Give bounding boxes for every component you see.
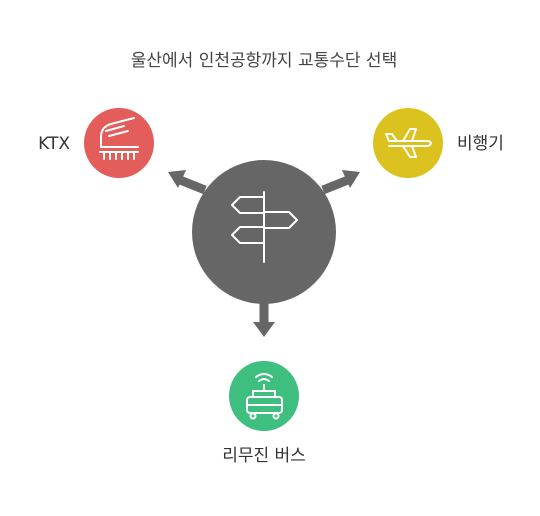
airplane-label: 비행기 (457, 134, 504, 154)
option-airplane: 비행기 (373, 108, 504, 178)
diagram-title: 울산에서 인천공항까지 교통수단 선택 (131, 51, 397, 71)
option-bus: 리무진 버스 (222, 361, 306, 466)
arrow-to-ktx (168, 170, 207, 195)
option-ktx: KTX (38, 108, 154, 178)
train-icon (99, 117, 139, 160)
ktx-label: KTX (38, 134, 70, 154)
ktx-circle (84, 108, 154, 178)
bus-icon (246, 373, 283, 420)
bus-label: 리무진 버스 (222, 446, 306, 466)
signpost-icon (231, 191, 298, 263)
hub-node (192, 160, 336, 304)
airplane-icon (385, 128, 432, 158)
airplane-circle (373, 108, 443, 178)
arrow-to-airplane (321, 170, 360, 195)
